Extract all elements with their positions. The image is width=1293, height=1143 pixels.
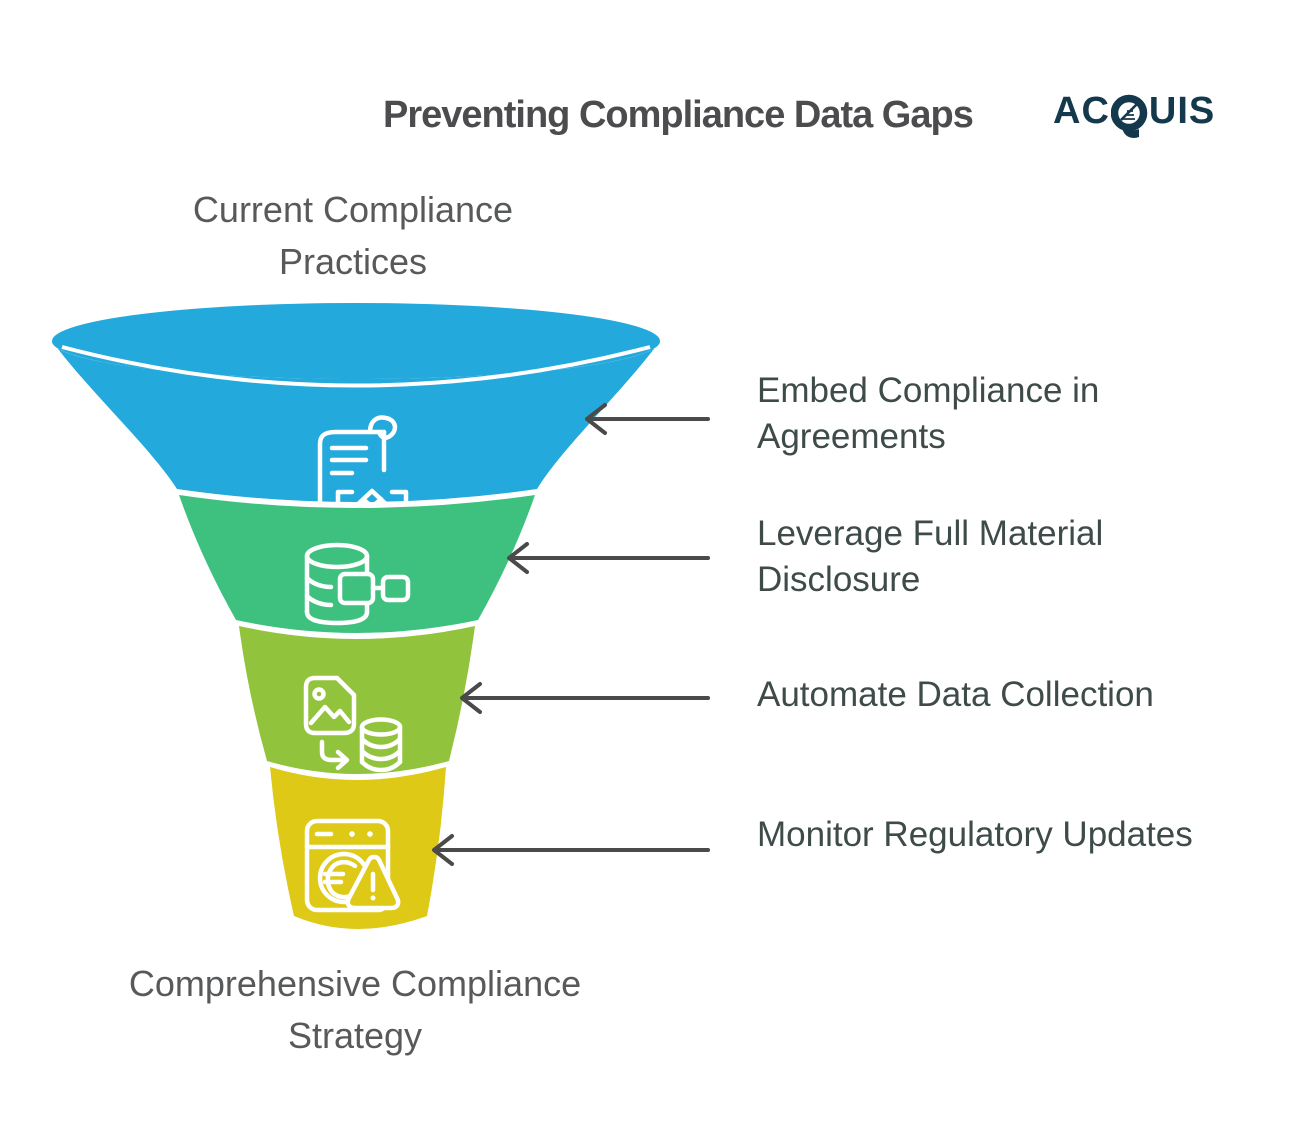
funnel-stage-monitor-updates [270, 767, 446, 929]
stage-label-material-disclosure: Leverage Full Material Disclosure [757, 511, 1277, 603]
funnel-mouth-ellipse [52, 303, 660, 379]
caption-line: Current Compliance [192, 189, 514, 230]
database-link-icon [304, 542, 411, 626]
stage-label-line: Embed Compliance in [757, 371, 1100, 410]
connector-arrows [432, 403, 710, 866]
funnel-top-caption: Current Compliance Practices [93, 184, 613, 288]
image-to-database-icon [303, 675, 403, 773]
arrow-stage-4 [432, 834, 710, 866]
arrow-stage-2 [507, 542, 710, 574]
stage-label-line: Agreements [757, 417, 946, 456]
caption-line: Comprehensive Compliance [128, 963, 582, 1004]
funnel-bottom-caption: Comprehensive Compliance Strategy [95, 958, 615, 1062]
funnel-stage-material-disclosure [179, 495, 535, 633]
stage-label-automate-data: Automate Data Collection [757, 672, 1277, 718]
app-alert-icon [304, 818, 401, 913]
arrow-stage-3 [460, 682, 710, 714]
acquis-logo: AC UIS [1053, 90, 1216, 138]
funnel-mouth-inner-rim [61, 345, 651, 388]
stage-label-embed-compliance: Embed Compliance in Agreements [757, 368, 1277, 460]
funnel-stage-3-shape [239, 626, 475, 774]
page-title: Preventing Compliance Data Gaps [383, 94, 974, 136]
stage-label-line: Automate Data Collection [757, 675, 1154, 714]
logo-leaf-q-icon [1110, 94, 1148, 142]
stage-label-line: Disclosure [757, 560, 921, 599]
funnel-stage-1-shape [52, 341, 660, 502]
funnel-stage-automate-data [239, 626, 475, 774]
stage-label-line: Monitor Regulatory Updates [757, 815, 1193, 854]
stage-label-monitor-updates: Monitor Regulatory Updates [757, 812, 1277, 858]
logo-text-ac: AC [1053, 90, 1110, 132]
caption-line: Strategy [287, 1015, 423, 1056]
stage-label-line: Leverage Full Material [757, 514, 1104, 553]
funnel-stage-embed-compliance [52, 303, 660, 531]
arrow-stage-1 [585, 403, 710, 435]
logo-text-uis: UIS [1148, 90, 1216, 132]
caption-line: Practices [278, 241, 428, 282]
